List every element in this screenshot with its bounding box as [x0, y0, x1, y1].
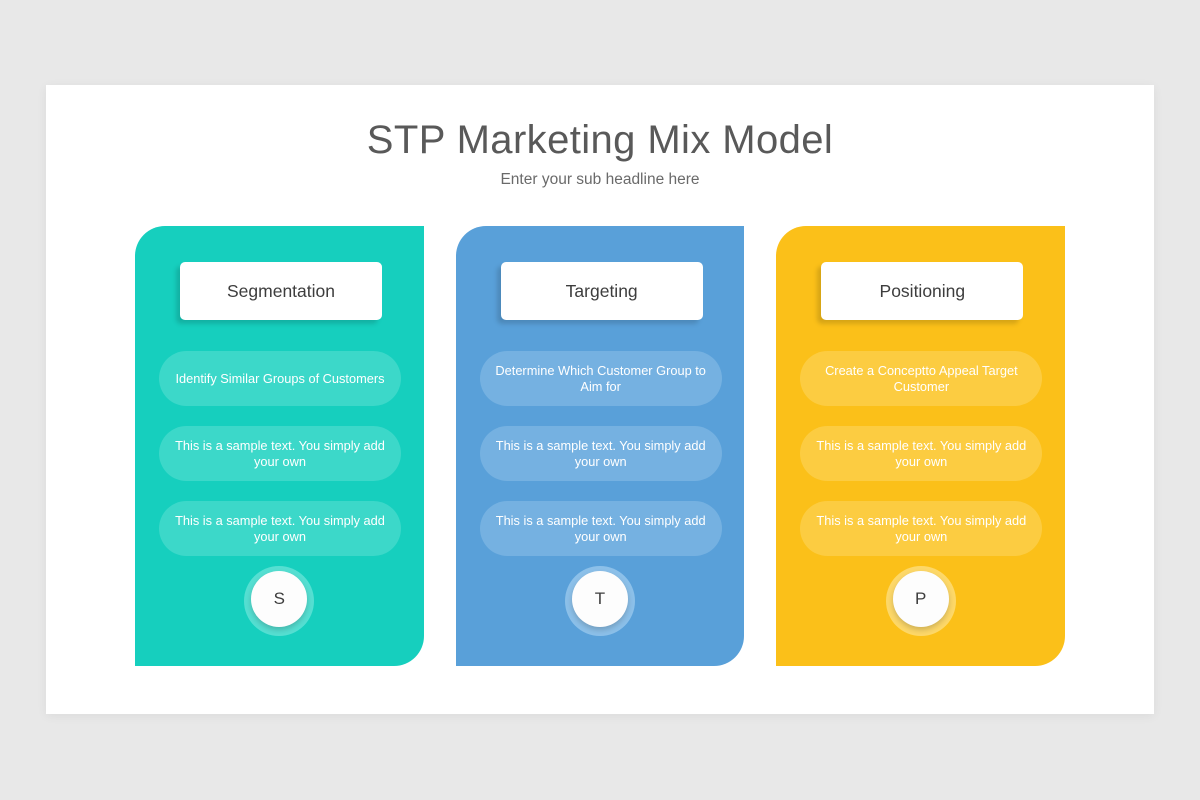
page-subtitle: Enter your sub headline here: [500, 171, 700, 188]
page-title: STP Marketing Mix Model: [366, 118, 834, 162]
card-badge-positioning[interactable]: P: [885, 566, 956, 636]
list-item[interactable]: This is a sample text. You simply add yo…: [800, 501, 1043, 556]
list-item[interactable]: This is a sample text. You simply add yo…: [800, 426, 1043, 481]
card-header-targeting[interactable]: Targeting: [496, 262, 703, 324]
card-header-segmentation[interactable]: Segmentation: [176, 262, 382, 324]
card-items-positioning: Create a Conceptto Appeal Target Custome…: [800, 351, 1043, 556]
stp-card-targeting[interactable]: Targeting Determine Which Customer Group…: [455, 226, 745, 666]
card-header-label: Positioning: [821, 262, 1024, 320]
list-item[interactable]: Create a Conceptto Appeal Target Custome…: [800, 351, 1043, 406]
list-item[interactable]: This is a sample text. You simply add yo…: [159, 426, 401, 481]
card-header-label: Targeting: [500, 262, 703, 320]
card-items-segmentation: Identify Similar Groups of Customers Thi…: [159, 351, 401, 556]
list-item[interactable]: This is a sample text. You simply add yo…: [479, 426, 722, 481]
card-badge-segmentation[interactable]: S: [244, 566, 315, 636]
stp-columns: Segmentation Identify Similar Groups of …: [135, 226, 1066, 666]
stp-card-positioning[interactable]: Positioning Create a Conceptto Appeal Ta…: [776, 226, 1066, 666]
list-item[interactable]: This is a sample text. You simply add yo…: [159, 501, 401, 556]
card-items-targeting: Determine Which Customer Group to Aim fo…: [479, 351, 722, 556]
card-header-positioning[interactable]: Positioning: [817, 262, 1024, 324]
badge-letter: T: [572, 571, 628, 627]
list-item[interactable]: Determine Which Customer Group to Aim fo…: [479, 351, 722, 406]
stp-card-segmentation[interactable]: Segmentation Identify Similar Groups of …: [135, 226, 424, 666]
slide-canvas: STP Marketing Mix Model Enter your sub h…: [46, 85, 1154, 714]
badge-letter: P: [892, 571, 949, 627]
card-badge-targeting[interactable]: T: [565, 566, 635, 636]
card-header-label: Segmentation: [180, 262, 382, 320]
list-item[interactable]: Identify Similar Groups of Customers: [159, 351, 401, 406]
badge-letter: S: [251, 571, 308, 627]
list-item[interactable]: This is a sample text. You simply add yo…: [479, 501, 722, 556]
